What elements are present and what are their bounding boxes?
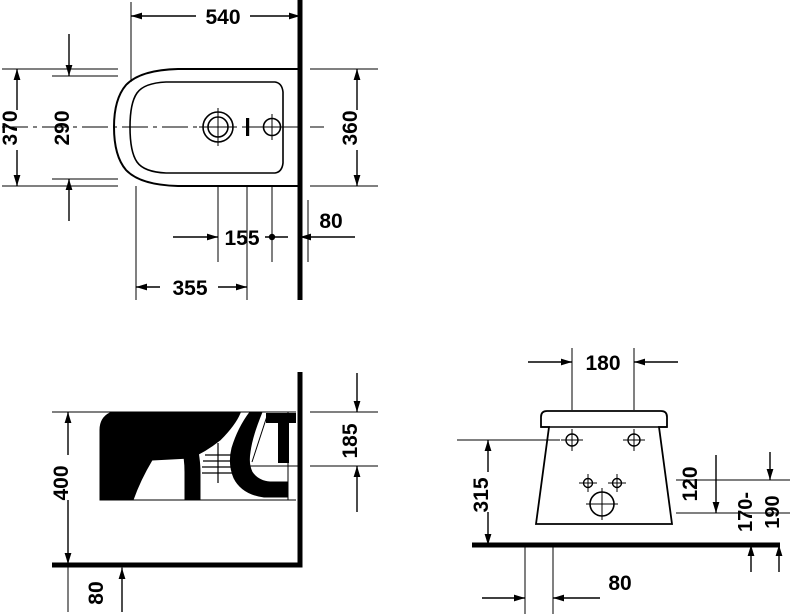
dim-400-label: 400 — [50, 465, 73, 500]
dim-540-label: 540 — [205, 6, 240, 29]
mounting-hole-lower-right — [608, 474, 626, 492]
dim-190-label: 190 — [762, 495, 784, 528]
waste-outlet-hole — [586, 488, 618, 520]
dim-155-label: 155 — [224, 227, 259, 250]
dim-180-label: 180 — [585, 352, 620, 375]
dim-360: 360 — [339, 69, 362, 186]
dim-120-label: 120 — [679, 466, 702, 501]
dim-290-label: 290 — [51, 110, 74, 145]
dim-290: 290 — [51, 34, 74, 221]
wall-floor-side-view — [52, 372, 303, 568]
dim-185-label: 185 — [339, 423, 362, 458]
dim-355: 355 — [136, 277, 247, 300]
dim-315-label: 315 — [470, 477, 493, 512]
dim-155: 155 — [173, 227, 288, 250]
dim-170-label: 170- — [735, 492, 757, 532]
dim-400: 400 — [50, 412, 73, 564]
bidet-wall-flange — [278, 413, 289, 463]
bidet-bowl-profile — [116, 412, 241, 501]
dim-120: 120 — [679, 455, 720, 513]
dim-80-top-label: 80 — [319, 210, 342, 233]
dim-80-front-label: 80 — [608, 572, 631, 595]
top-view-extension-lines — [2, 2, 378, 300]
dim-315: 315 — [470, 440, 493, 545]
dim-370-label: 370 — [0, 110, 22, 145]
faucet-hole — [259, 114, 285, 140]
dim-80-side-label: 80 — [85, 581, 108, 604]
dim-370: 370 — [0, 69, 22, 186]
dim-80-top: 80 — [300, 210, 355, 241]
bidet-hatch — [202, 443, 233, 483]
dim-180: 180 — [528, 352, 678, 375]
dim-360-label: 360 — [339, 110, 362, 145]
dim-170-190: 170- 190 — [735, 452, 784, 572]
side-view-detail-lines — [251, 412, 289, 500]
bidet-top-flange — [266, 413, 296, 423]
front-view: 180 315 120 170- 190 80 — [457, 348, 790, 614]
bowl-divider — [246, 118, 250, 136]
dim-185: 185 — [339, 373, 362, 512]
bidet-pedestal — [181, 439, 201, 501]
dim-540: 540 — [131, 6, 300, 29]
front-view-extension-lines — [457, 348, 790, 614]
mounting-hole-upper-left — [561, 429, 583, 451]
side-view: 400 80 185 — [50, 372, 378, 612]
bidet-outer-outline — [112, 68, 300, 187]
mounting-hole-lower-left — [579, 474, 597, 492]
dim-80-front: 80 — [482, 572, 632, 602]
drain-hole — [199, 108, 237, 146]
top-view: 540 370 290 360 155 — [0, 0, 378, 300]
dim-355-label: 355 — [172, 277, 207, 300]
mounting-hole-upper-right — [623, 429, 645, 451]
bidet-front-outline — [534, 410, 674, 525]
dim-80-side: 80 — [85, 568, 126, 612]
